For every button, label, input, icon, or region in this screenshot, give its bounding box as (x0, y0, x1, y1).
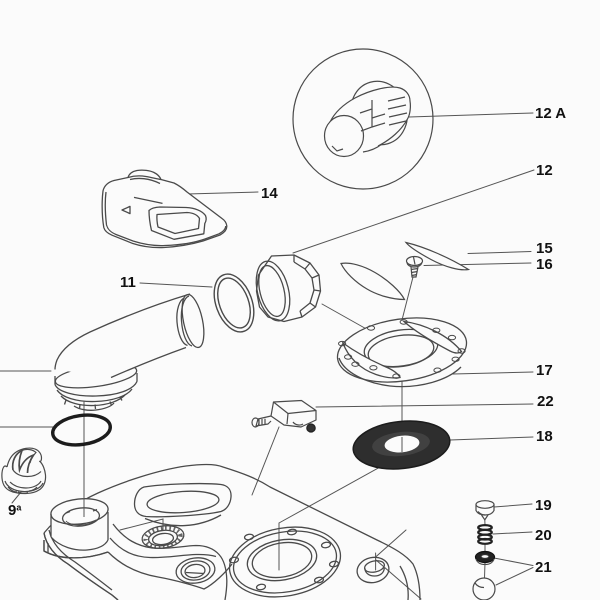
svg-text:18: 18 (536, 428, 553, 445)
svg-text:12 A: 12 A (535, 105, 566, 122)
svg-text:20: 20 (535, 527, 552, 544)
svg-text:15: 15 (536, 240, 553, 257)
svg-text:11: 11 (120, 274, 136, 291)
svg-text:12: 12 (536, 162, 553, 179)
svg-text:14: 14 (261, 185, 278, 202)
svg-text:21: 21 (535, 559, 552, 576)
svg-text:17: 17 (536, 362, 553, 379)
svg-text:22: 22 (537, 393, 554, 410)
svg-text:16: 16 (536, 256, 553, 273)
svg-text:19: 19 (535, 497, 552, 514)
